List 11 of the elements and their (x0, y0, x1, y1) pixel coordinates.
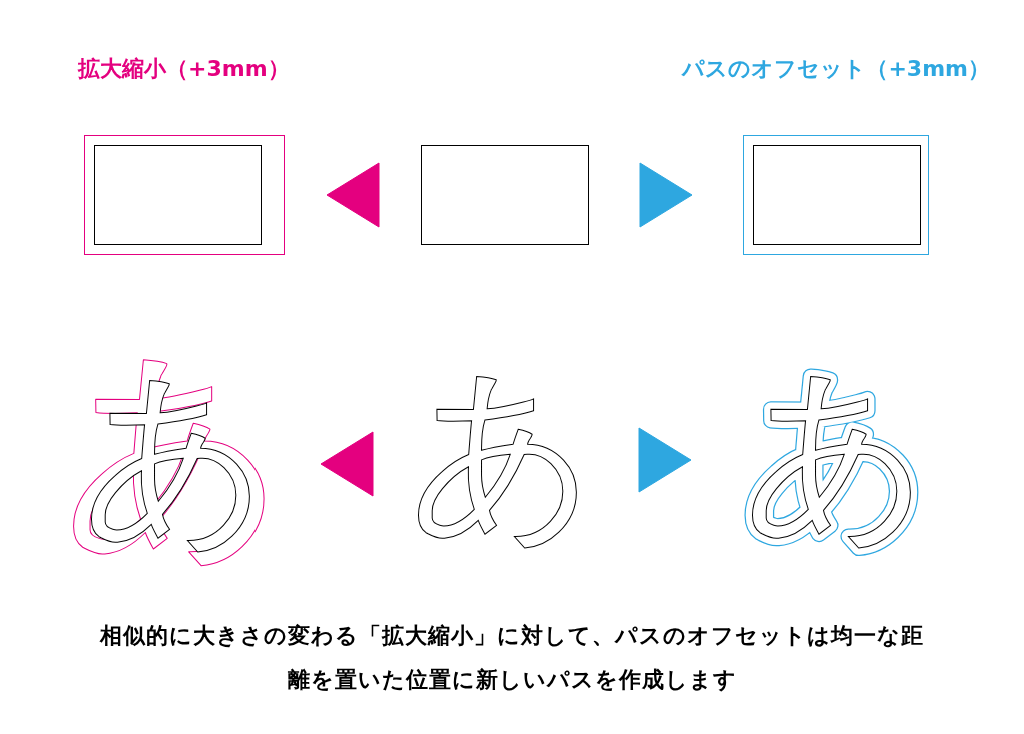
scaled-rectangle (84, 135, 285, 255)
offset-rectangle (743, 135, 929, 255)
triangle-arrow (638, 427, 692, 493)
triangle-arrow (326, 162, 380, 228)
rectangle (421, 145, 589, 245)
triangle-arrow (639, 162, 693, 228)
outline-glyph: あ (414, 368, 590, 552)
column-heading: パスのオフセット（+3mm） (682, 55, 990, 83)
caption: 相似的に大きさの変わる「拡大縮小」に対して、パスのオフセットは均一な距離を置いた位置に新しいパスを作成します (100, 622, 924, 694)
column-heading: 拡大縮小（+3mm） (78, 55, 290, 83)
triangle-arrow (320, 431, 374, 497)
